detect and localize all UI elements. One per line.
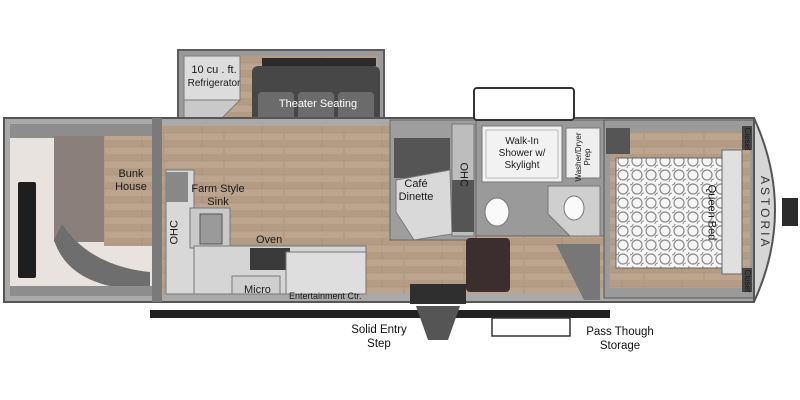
sink [199, 213, 223, 245]
label-entry-line2: Step [367, 338, 391, 350]
label-micro: Micro [244, 284, 271, 296]
walk-in-shower [481, 125, 563, 183]
entertainment-center [285, 251, 367, 295]
label-queen-bed: Queen Bed [705, 184, 718, 241]
label-shower-line2: Shower w/ [498, 148, 546, 159]
slideout-top [177, 49, 385, 131]
front-cap [753, 117, 776, 303]
label-cafe-dinette: Café Dinette [394, 178, 438, 204]
oven [250, 248, 290, 270]
label-storage-line2: Storage [599, 340, 641, 352]
label-walk-in-shower: Walk-In Shower w/ Skylight [484, 136, 560, 172]
washer-dryer-prep [565, 127, 601, 179]
refrigerator [183, 55, 241, 101]
label-shower-line3: Skylight [504, 160, 540, 171]
brand-logo-text: ASTORIA [758, 176, 772, 250]
label-refrigerator-line1: 10 cu . ft. [191, 64, 237, 76]
label-storage-line1: Pass Though [586, 326, 654, 338]
label-farm-sink: Farm Style Sink [186, 183, 250, 209]
bath-sink [563, 195, 585, 221]
label-bunk-line2: House [115, 181, 147, 193]
microwave [231, 275, 281, 295]
kitchen [165, 169, 367, 295]
label-pass-through-storage: Pass Though Storage [580, 325, 660, 353]
label-farm-sink-line2: Sink [207, 196, 229, 208]
label-oven: Oven [256, 234, 283, 246]
label-cafe-line2: Dinette [398, 191, 434, 203]
pass-through-storage [491, 317, 571, 337]
label-entry-line1: Solid Entry [351, 324, 407, 336]
label-cafe-line1: Café [404, 178, 428, 190]
label-washer-line2: Prep [583, 148, 592, 166]
entry-step [410, 284, 466, 304]
label-theater-seating: Theater Seating [278, 98, 358, 110]
label-closet-top: Closet [743, 127, 752, 151]
label-closet-bottom: Closet [743, 269, 752, 293]
queen-bed [615, 157, 723, 269]
toilet [484, 197, 510, 227]
label-refrigerator: 10 cu . ft. Refrigerator [186, 64, 242, 90]
dinette [389, 119, 477, 241]
bathroom [475, 119, 607, 237]
bunk-house [10, 124, 156, 296]
label-washer-dryer: Washer/Dryer Prep [574, 126, 592, 188]
label-solid-entry-step: Solid Entry Step [344, 323, 414, 351]
top-awning [473, 87, 575, 121]
label-ohc-dinette: OHC [457, 162, 470, 187]
label-ohc-kitchen: OHC [168, 220, 181, 245]
label-farm-sink-line1: Farm Style [191, 183, 245, 195]
label-shower-line1: Walk-In [505, 136, 539, 147]
label-refrigerator-line2: Refrigerator [187, 78, 241, 89]
label-bunk-line1: Bunk [118, 168, 144, 180]
label-washer-line1: Washer/Dryer [574, 132, 583, 182]
label-bunk-house: Bunk House [104, 168, 158, 194]
label-entertainment: Entertainment Ctr. [289, 291, 362, 301]
bedroom [603, 119, 755, 299]
